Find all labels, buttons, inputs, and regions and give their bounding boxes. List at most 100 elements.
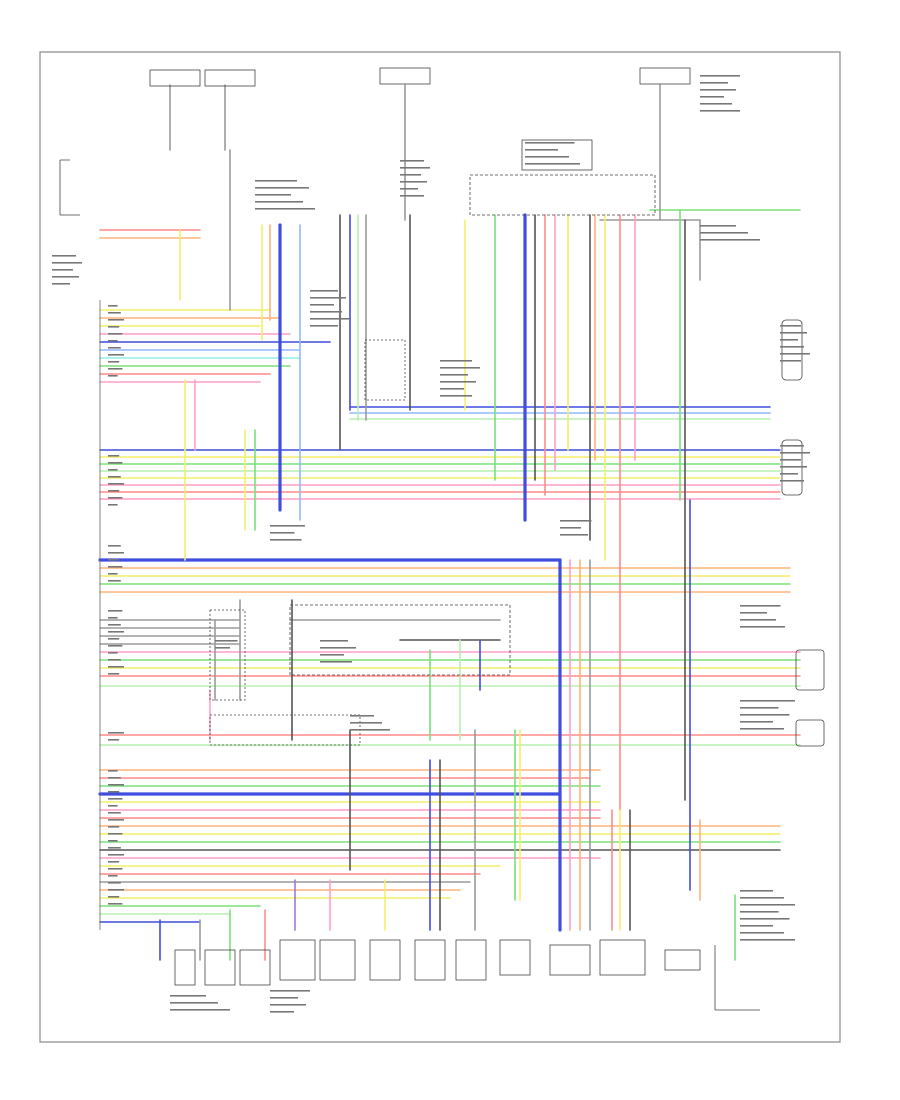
label-mark-6-2 <box>255 194 291 196</box>
label-mark-3-1 <box>108 617 118 619</box>
label-mark-6-0 <box>255 180 297 182</box>
label-mark-21-2 <box>320 654 344 656</box>
label-mark-5-19 <box>108 903 123 905</box>
bottom-box-7 <box>414 939 446 981</box>
label-mark-14-4 <box>740 728 784 730</box>
label-mark-5-6 <box>108 812 121 814</box>
label-mark-17-1 <box>440 367 480 369</box>
label-mark-24-3 <box>270 1011 294 1013</box>
label-mark-11-4 <box>780 353 810 355</box>
label-mark-5-12 <box>108 854 124 856</box>
label-mark-15-3 <box>740 911 779 913</box>
label-mark-11-0 <box>780 325 801 327</box>
label-mark-9-1 <box>700 82 728 84</box>
label-mark-3-8 <box>108 666 124 668</box>
label-mark-12-3 <box>780 466 807 468</box>
label-mark-12-5 <box>780 480 804 482</box>
module-mid <box>209 714 361 746</box>
label-mark-3-6 <box>108 652 118 654</box>
label-mark-25-1 <box>170 1002 218 1004</box>
label-mark-10-0 <box>700 225 736 227</box>
label-mark-15-6 <box>740 932 784 934</box>
label-mark-18-1 <box>560 527 581 529</box>
fuse-box-2 <box>204 69 256 87</box>
label-mark-5-14 <box>108 868 123 870</box>
label-mark-1-5 <box>108 490 120 492</box>
label-mark-22-3 <box>52 276 79 278</box>
label-mark-23-1 <box>215 647 230 649</box>
label-mark-1-6 <box>108 497 123 499</box>
label-mark-15-7 <box>740 939 795 941</box>
label-mark-0-8 <box>108 361 120 363</box>
label-mark-5-18 <box>108 896 120 898</box>
label-mark-0-9 <box>108 368 123 370</box>
label-mark-9-4 <box>700 103 732 105</box>
label-mark-17-5 <box>440 395 472 397</box>
switch-box-upper-left <box>59 159 80 216</box>
label-mark-1-2 <box>108 469 118 471</box>
label-mark-1-0 <box>108 455 120 457</box>
label-mark-18-0 <box>560 520 592 522</box>
label-mark-23-0 <box>215 640 238 642</box>
label-mark-24-0 <box>270 990 310 992</box>
fuse-box-3 <box>379 67 431 85</box>
label-mark-7-3 <box>400 181 427 183</box>
label-mark-8-2 <box>525 156 569 158</box>
label-mark-12-1 <box>780 452 810 454</box>
label-mark-14-2 <box>740 714 790 716</box>
bottom-box-6 <box>369 939 401 981</box>
label-mark-7-5 <box>400 195 424 197</box>
label-mark-2-5 <box>108 580 121 582</box>
label-mark-2-3 <box>108 566 123 568</box>
label-mark-10-1 <box>700 232 748 234</box>
label-mark-13-1 <box>740 612 767 614</box>
label-mark-1-4 <box>108 483 124 485</box>
label-mark-10-2 <box>700 239 760 241</box>
label-mark-5-5 <box>108 805 118 807</box>
label-mark-13-2 <box>740 619 776 621</box>
label-mark-21-3 <box>320 661 352 663</box>
label-mark-3-4 <box>108 638 120 640</box>
label-mark-16-5 <box>310 325 338 327</box>
label-mark-19-2 <box>270 539 302 541</box>
label-mark-9-5 <box>700 110 740 112</box>
label-mark-9-2 <box>700 89 736 91</box>
label-mark-1-7 <box>108 504 118 506</box>
label-mark-7-1 <box>400 167 430 169</box>
fuse-box-4 <box>639 67 691 85</box>
label-mark-11-3 <box>780 346 804 348</box>
diagram-frame <box>39 51 841 1043</box>
module-left-upper <box>209 609 246 701</box>
label-mark-12-4 <box>780 473 798 475</box>
label-mark-22-2 <box>52 269 73 271</box>
label-mark-20-0 <box>350 715 374 717</box>
bottom-box-2 <box>204 949 236 986</box>
label-mark-12-0 <box>780 445 804 447</box>
label-mark-7-0 <box>400 160 424 162</box>
label-mark-16-3 <box>310 311 342 313</box>
label-mark-5-2 <box>108 784 124 786</box>
bottom-box-4 <box>279 939 316 981</box>
label-mark-6-3 <box>255 201 303 203</box>
label-mark-5-0 <box>108 770 118 772</box>
label-mark-25-0 <box>170 995 206 997</box>
label-mark-5-1 <box>108 777 121 779</box>
bottom-box-9 <box>499 939 531 976</box>
label-mark-0-0 <box>108 305 118 307</box>
label-mark-2-2 <box>108 559 120 561</box>
label-mark-6-1 <box>255 187 309 189</box>
label-mark-20-1 <box>350 722 382 724</box>
label-mark-0-6 <box>108 347 121 349</box>
label-mark-5-13 <box>108 861 120 863</box>
label-mark-21-1 <box>320 647 356 649</box>
sensor-right-1 <box>781 319 803 381</box>
label-mark-7-4 <box>400 188 418 190</box>
label-mark-24-2 <box>270 1004 306 1006</box>
label-mark-16-0 <box>310 290 338 292</box>
fuse-box-1 <box>149 69 201 87</box>
bottom-box-10 <box>549 944 591 976</box>
label-mark-3-2 <box>108 624 121 626</box>
label-mark-5-16 <box>108 882 121 884</box>
vertical-wires <box>159 84 736 961</box>
label-mark-0-3 <box>108 326 120 328</box>
